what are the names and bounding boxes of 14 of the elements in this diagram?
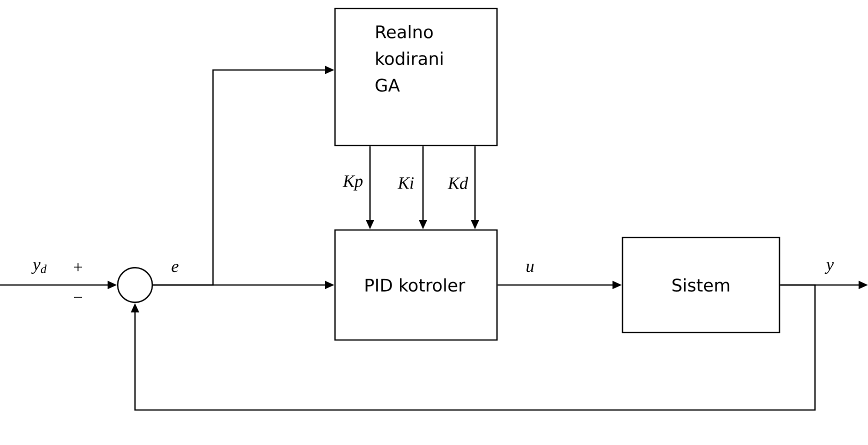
arrow <box>130 284 816 411</box>
sign-label: + <box>74 263 82 272</box>
edge-label: e <box>170 262 180 274</box>
edge-label: u <box>524 262 536 274</box>
edge-label: Ki <box>396 176 416 190</box>
edge-label: Kd <box>446 176 470 190</box>
block-box: Realno kodirani GA <box>334 8 498 146</box>
sign-label: − <box>74 296 82 298</box>
block-box: PID kotroler <box>334 229 498 341</box>
summing-junction <box>117 267 153 303</box>
edge-label: y$_{d}$ <box>31 260 49 276</box>
edge-label: y <box>824 260 836 276</box>
edge-label: Kp <box>342 174 364 192</box>
block-box: Sistem <box>622 236 780 334</box>
